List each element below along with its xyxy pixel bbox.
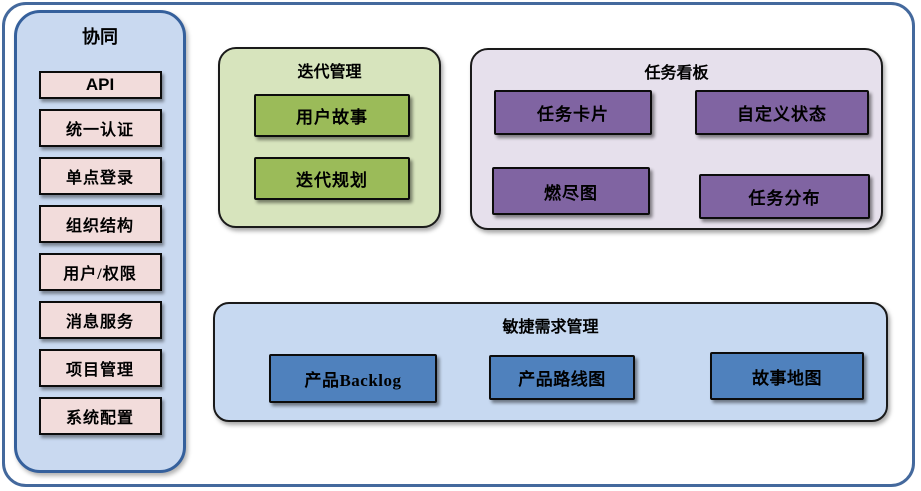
sidebar-item-message-service: 消息服务 [38,301,162,339]
sidebar-item-unified-auth: 统一认证 [38,109,162,147]
collaboration-item-list: API 统一认证 单点登录 组织结构 用户/权限 消息服务 项目管理 系统配置 [17,71,183,435]
card-iteration-planning: 迭代规划 [254,157,410,200]
sidebar-item-api: API [38,71,162,99]
card-custom-status: 自定义状态 [695,90,869,135]
iteration-management-title: 迭代管理 [297,64,362,81]
card-product-roadmap: 产品路线图 [489,355,635,400]
card-user-story: 用户故事 [254,94,410,137]
card-task-distribution: 任务分布 [699,174,870,219]
card-task-card: 任务卡片 [494,90,652,135]
task-board-panel: 任务看板 任务卡片 自定义状态 燃尽图 任务分布 [470,48,883,230]
task-board-title: 任务看板 [644,65,709,82]
sidebar-item-org-structure: 组织结构 [38,205,162,243]
sidebar-item-project-management: 项目管理 [38,349,162,387]
collaboration-panel: 协同 API 统一认证 单点登录 组织结构 用户/权限 消息服务 项目管理 系统… [14,10,186,473]
agile-requirements-title: 敏捷需求管理 [502,319,599,336]
sidebar-item-system-config: 系统配置 [38,397,162,435]
sidebar-item-user-permissions: 用户/权限 [38,253,162,291]
card-story-map: 故事地图 [710,352,864,400]
agile-requirements-panel: 敏捷需求管理 产品Backlog 产品路线图 故事地图 [213,302,888,422]
card-burndown-chart: 燃尽图 [492,167,650,215]
iteration-management-panel: 迭代管理 用户故事 迭代规划 [218,47,441,228]
collaboration-panel-title: 协同 [82,27,118,47]
sidebar-item-sso: 单点登录 [38,157,162,195]
card-product-backlog: 产品Backlog [269,354,437,403]
